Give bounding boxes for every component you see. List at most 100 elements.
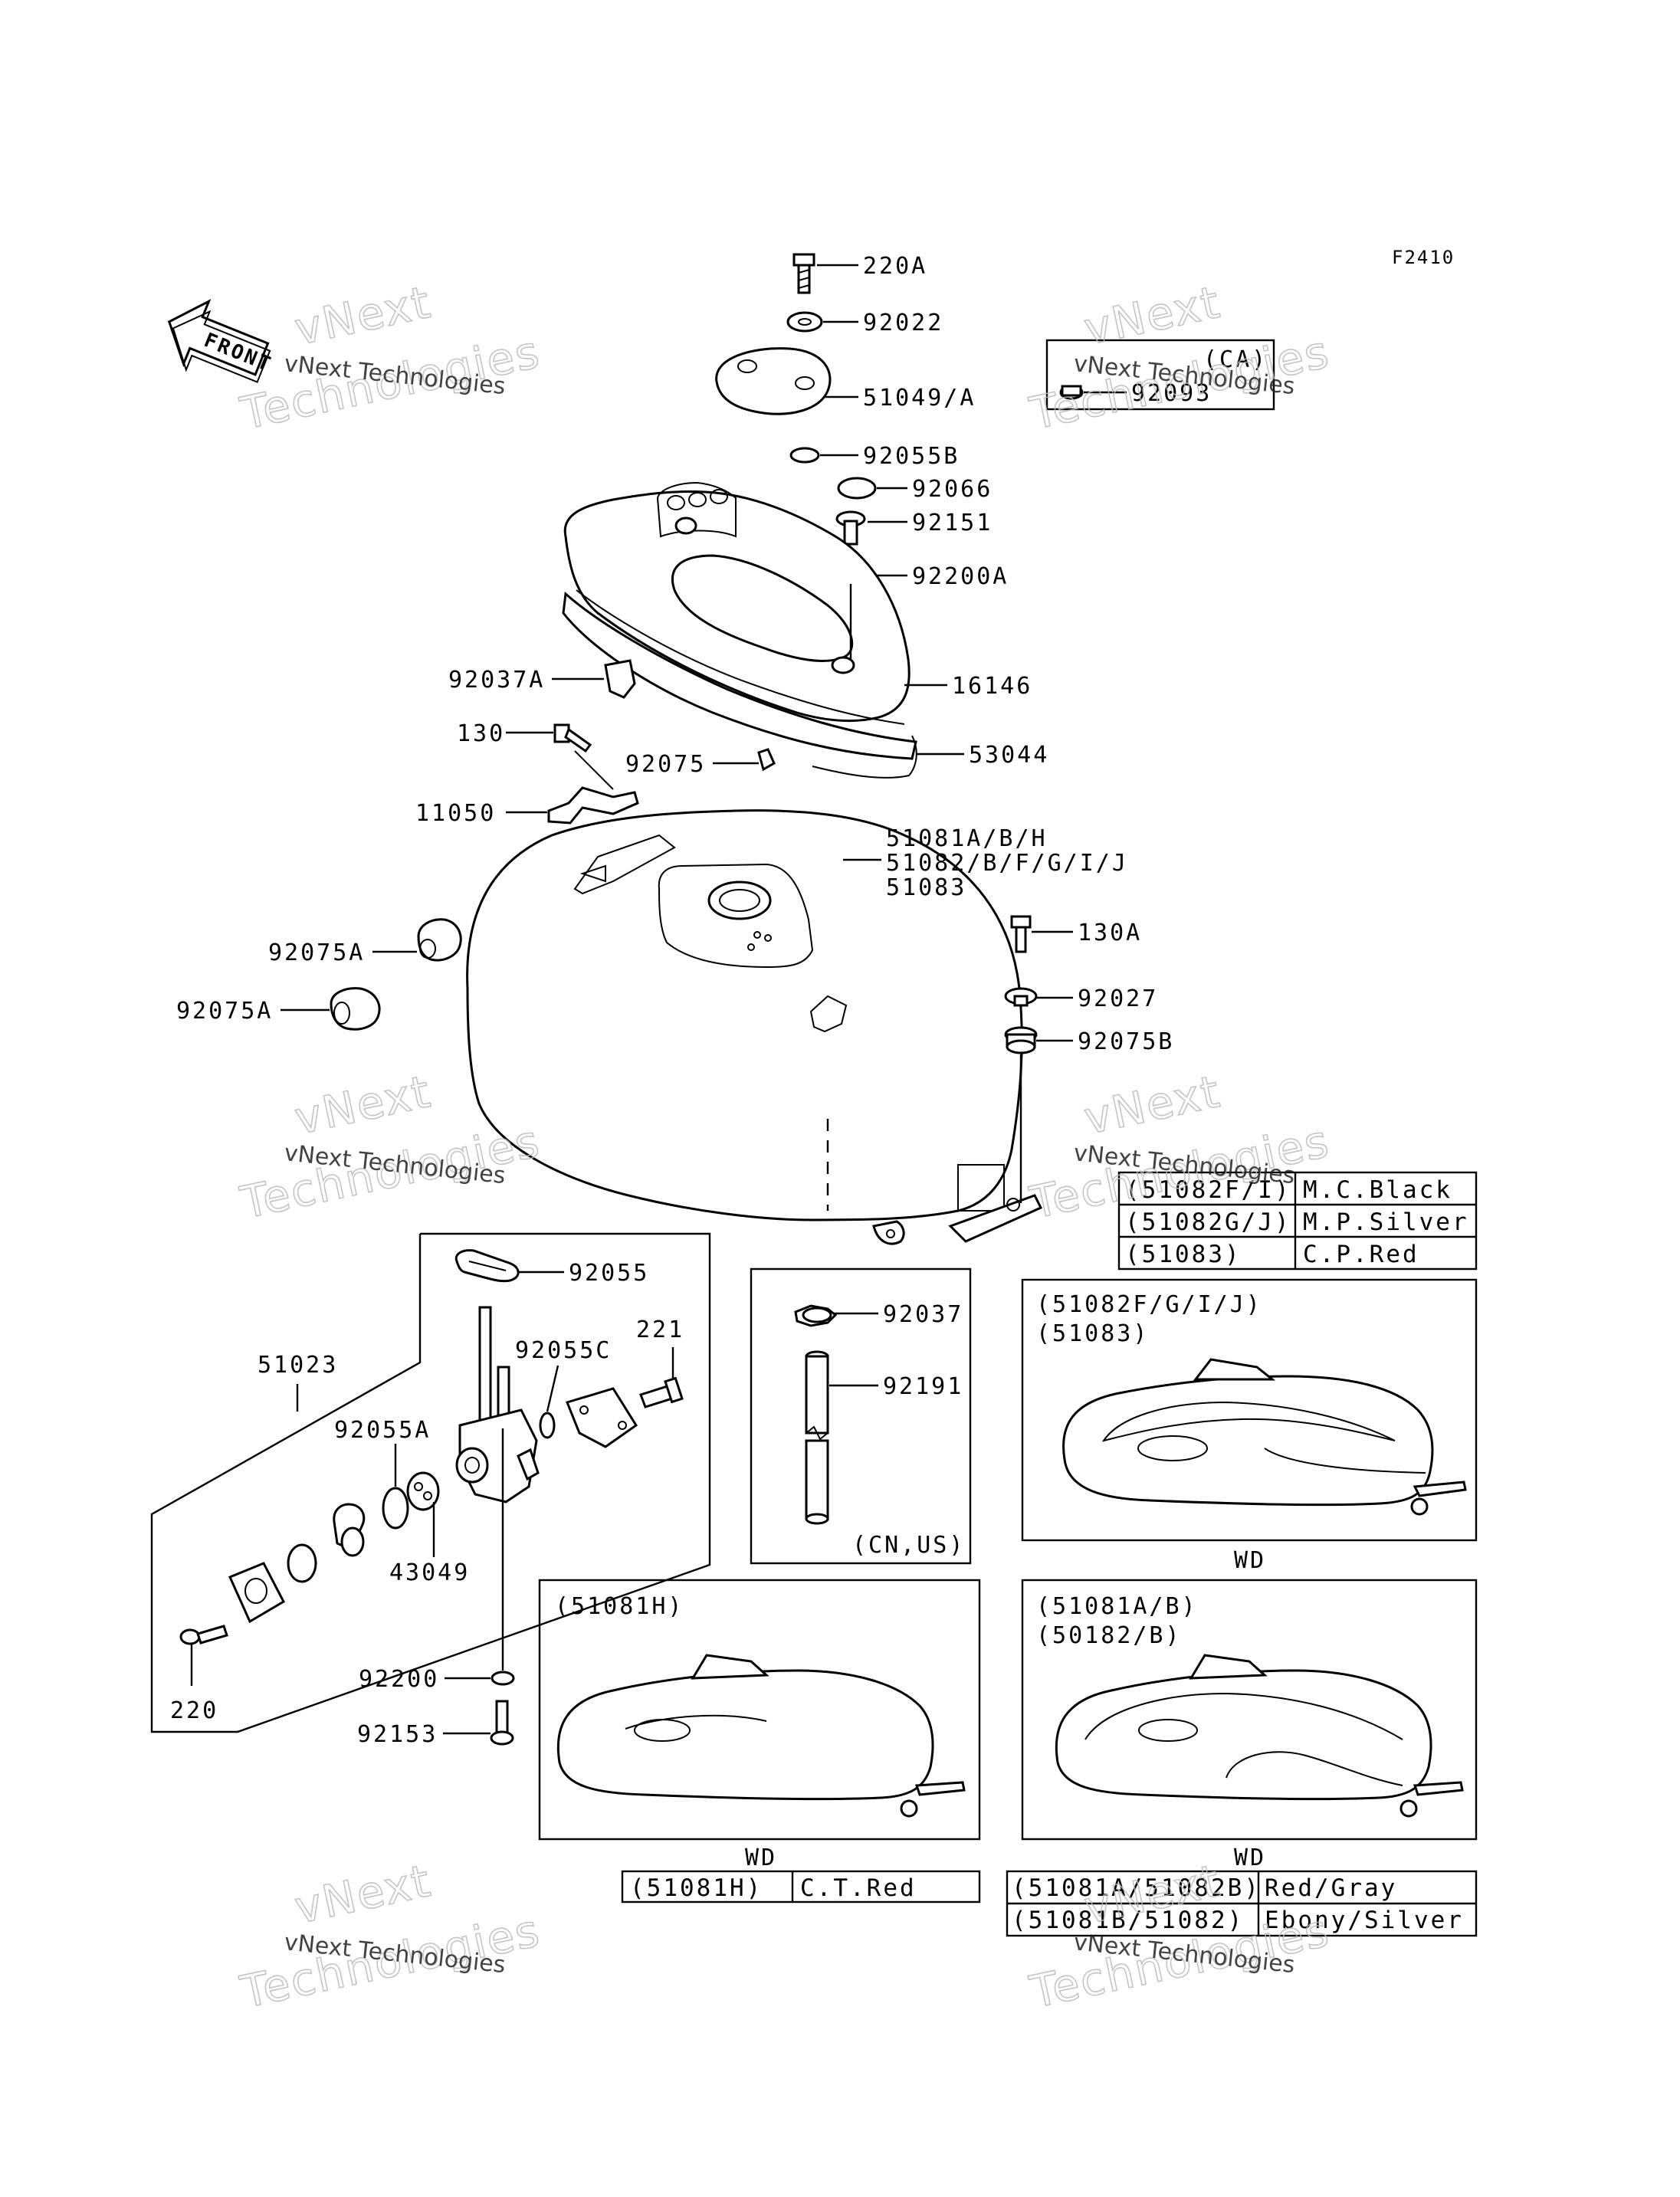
label-92191: 92191: [883, 1373, 963, 1400]
label-92093: 92093: [1131, 380, 1212, 407]
panel-ab-line2: (50182/B): [1036, 1622, 1182, 1649]
cap-cover-51049-icon: [715, 347, 832, 415]
decal-panel-ab: (51081A/B) (50182/B) WD: [1021, 1579, 1478, 1871]
table3-row1-color: Red/Gray: [1265, 1874, 1397, 1902]
svg-text:vNext: vNext: [290, 1065, 436, 1145]
label-92027: 92027: [1078, 985, 1158, 1012]
diagram-ref-code: F2410: [1392, 247, 1455, 268]
label-92066: 92066: [912, 476, 993, 503]
panel-ab-caption: WD: [1234, 1844, 1266, 1871]
table1-row1-code: (51082F/I): [1125, 1176, 1291, 1204]
bracket-11050-icon: [547, 750, 639, 825]
label-11050: 11050: [415, 800, 496, 827]
label-51081: 51081A/B/H: [886, 825, 1048, 852]
label-130a: 130A: [1078, 920, 1142, 946]
table1-row3-color: C.P.Red: [1303, 1241, 1419, 1268]
label-221: 221: [636, 1317, 684, 1343]
label-92055a: 92055A: [334, 1417, 431, 1444]
bolt-92151-icon: [835, 510, 866, 546]
panel-h-line1: (51081H): [555, 1593, 684, 1620]
diaphragm-43049-icon: [406, 1471, 440, 1511]
label-130: 130: [457, 720, 505, 747]
svg-text:vNext: vNext: [1080, 1065, 1226, 1145]
panel-fgij-line1: (51082F/G/I/J): [1036, 1291, 1262, 1318]
fuel-tank-icon: [466, 809, 1043, 1245]
decal-panel-fgij: (51082F/G/I/J) (51083) WD: [1021, 1278, 1478, 1574]
label-51049: 51049/A: [863, 385, 976, 412]
label-43049: 43049: [389, 1559, 470, 1586]
label-53044: 53044: [969, 742, 1049, 769]
grommet-92075b-icon: [1004, 1026, 1038, 1054]
fuel-cock-body-icon: [455, 1306, 540, 1503]
label-92151: 92151: [912, 510, 993, 536]
cushion-92075a-lower-icon: [330, 987, 381, 1031]
label-92037a: 92037A: [448, 667, 545, 694]
table3-row1-code: (51081A/51082B): [1012, 1874, 1261, 1902]
label-92075a-upper: 92075A: [268, 939, 365, 966]
bolt-220-icon: [179, 1625, 228, 1645]
table1-row3-code: (51083): [1125, 1241, 1242, 1268]
label-92055c: 92055C: [515, 1337, 612, 1364]
label-220a: 220A: [863, 253, 927, 280]
lever-plate-icon: [228, 1562, 285, 1624]
tank-decal-ab-icon: [1055, 1654, 1464, 1818]
label-220: 220: [170, 1697, 218, 1724]
label-51083: 51083: [886, 874, 966, 901]
label-92022: 92022: [863, 310, 943, 336]
hose-92191-icon: [805, 1350, 829, 1525]
label-51023: 51023: [258, 1352, 338, 1379]
clip-92037a-icon: [604, 659, 636, 699]
oring-92055c-icon: [539, 1412, 556, 1439]
svg-text:vNext: vNext: [290, 1854, 436, 1934]
cushion-92075a-upper-icon: [417, 918, 462, 962]
table1-row2-code: (51082G/J): [1125, 1208, 1291, 1236]
label-92037: 92037: [883, 1301, 963, 1328]
lever-icon: [333, 1503, 366, 1557]
grommet-92075-icon: [757, 748, 776, 772]
svg-text:vNext: vNext: [290, 276, 436, 356]
bolt-220a-icon: [792, 253, 815, 294]
plug-92066-icon: [837, 477, 877, 500]
nut-92093-icon: [1059, 385, 1084, 400]
table3-row2-code: (51081B/51082): [1012, 1907, 1244, 1934]
watermark-top-right: vNext Technologies vNext Technologies: [1025, 275, 1335, 441]
panel-h-caption: WD: [745, 1844, 777, 1871]
label-92200: 92200: [359, 1666, 439, 1693]
oring-92055a-icon: [382, 1487, 409, 1530]
tank-decal-fgij-icon: [1062, 1358, 1467, 1516]
table2-row1-color: C.T.Red: [800, 1874, 917, 1902]
washer-92022-icon: [786, 311, 823, 333]
table2-row1-code: (51081H): [630, 1874, 763, 1902]
label-51082: 51082/B/F/G/I/J: [886, 850, 1128, 877]
cn-us-caption: (CN,US): [852, 1532, 965, 1559]
bolt-130-icon: [553, 723, 592, 753]
table3-row2-color: Ebony/Silver: [1265, 1907, 1464, 1934]
decal-panel-h: (51081H) WD: [538, 1579, 981, 1871]
label-92153: 92153: [357, 1721, 438, 1748]
clamp-92037-icon: [794, 1304, 838, 1327]
screw-221-icon: [639, 1376, 684, 1408]
ca-box: (CA) 92093: [1045, 339, 1275, 411]
label-16146: 16146: [952, 673, 1032, 700]
table1-row1-color: M.C.Black: [1303, 1176, 1452, 1204]
tank-decal-h-icon: [556, 1654, 966, 1818]
filter-cover-icon: [565, 1387, 638, 1448]
cn-us-box: 92037 92191 (CN,US): [750, 1267, 972, 1565]
watermark-top-left: vNext Technologies vNext Technologies: [235, 275, 546, 441]
gasket-92055-icon: [454, 1249, 520, 1283]
table1-row2-color: M.P.Silver: [1303, 1208, 1469, 1236]
washer-92200-icon: [491, 1671, 515, 1686]
label-92055b: 92055B: [863, 443, 960, 470]
color-table-1: (51082F/I) M.C.Black (51082G/J) M.P.Silv…: [1117, 1171, 1478, 1271]
gasket-ring-icon: [287, 1543, 317, 1583]
panel-fgij-caption: WD: [1234, 1547, 1266, 1574]
tank-cover-16146-icon: [562, 481, 917, 779]
panel-ab-line1: (51081A/B): [1036, 1593, 1198, 1620]
ca-box-title: (CA): [1203, 346, 1268, 373]
bolt-92153-icon: [490, 1700, 514, 1746]
panel-fgij-line2: (51083): [1036, 1320, 1149, 1347]
label-92075b: 92075B: [1078, 1028, 1174, 1055]
bolt-130a-icon: [1010, 915, 1032, 953]
